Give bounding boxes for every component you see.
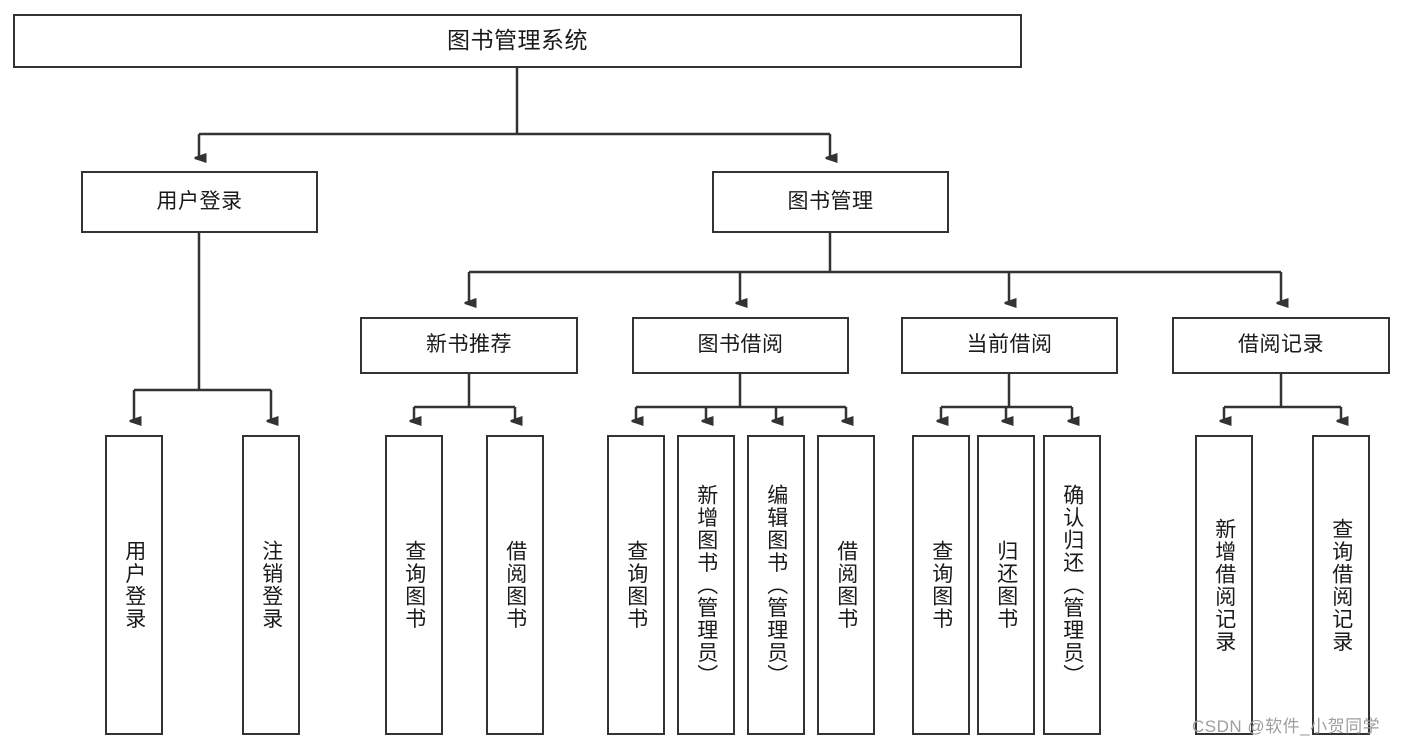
leaf-book-borrow-edit[interactable]: 编辑图书（管理员）: [747, 435, 805, 735]
node-label: 新增借阅记录: [1212, 517, 1236, 653]
node-label: 图书管理: [787, 189, 874, 213]
node-label: 查询借阅记录: [1329, 517, 1353, 653]
node-label: 新增图书（管理员）: [694, 483, 718, 687]
leaf-current-borrow-query[interactable]: 查询图书: [912, 435, 970, 735]
node-borrow-record[interactable]: 借阅记录: [1172, 317, 1390, 374]
node-label: 查询图书: [402, 540, 426, 630]
node-label: 编辑图书（管理员）: [764, 483, 788, 687]
leaf-borrow-record-query[interactable]: 查询借阅记录: [1312, 435, 1370, 735]
watermark-text: CSDN @软件_小贺同学: [1192, 717, 1381, 736]
node-label: 归还图书: [994, 540, 1018, 630]
node-label: 确认归还（管理员）: [1060, 483, 1084, 687]
node-label: 图书管理系统: [447, 27, 588, 54]
node-book-borrow[interactable]: 图书借阅: [632, 317, 849, 374]
leaf-new-book-query[interactable]: 查询图书: [385, 435, 443, 735]
node-label: 查询图书: [929, 540, 953, 630]
node-label: 用户登录: [156, 189, 243, 213]
leaf-borrow-record-add[interactable]: 新增借阅记录: [1195, 435, 1253, 735]
node-label: 用户登录: [122, 540, 146, 630]
node-book-management[interactable]: 图书管理: [712, 171, 949, 233]
node-current-borrow[interactable]: 当前借阅: [901, 317, 1118, 374]
node-label: 借阅图书: [503, 540, 527, 630]
leaf-book-borrow-add[interactable]: 新增图书（管理员）: [677, 435, 735, 735]
leaf-book-borrow-query[interactable]: 查询图书: [607, 435, 665, 735]
leaf-user-login-signout[interactable]: 注销登录: [242, 435, 300, 735]
leaf-user-login-signin[interactable]: 用户登录: [105, 435, 163, 735]
leaf-book-borrow-lend[interactable]: 借阅图书: [817, 435, 875, 735]
node-label: 查询图书: [624, 540, 648, 630]
node-label: 图书借阅: [697, 333, 784, 357]
leaf-current-borrow-return[interactable]: 归还图书: [977, 435, 1035, 735]
node-label: 当前借阅: [966, 333, 1053, 357]
node-user-login[interactable]: 用户登录: [81, 171, 318, 233]
node-label: 借阅图书: [834, 540, 858, 630]
node-new-book-recommend[interactable]: 新书推荐: [360, 317, 578, 374]
node-book-management-system[interactable]: 图书管理系统: [13, 14, 1022, 68]
node-label: 注销登录: [259, 540, 283, 630]
node-label: 新书推荐: [426, 333, 512, 357]
leaf-current-borrow-confirm-return[interactable]: 确认归还（管理员）: [1043, 435, 1101, 735]
leaf-new-book-borrow[interactable]: 借阅图书: [486, 435, 544, 735]
node-label: 借阅记录: [1238, 333, 1324, 357]
